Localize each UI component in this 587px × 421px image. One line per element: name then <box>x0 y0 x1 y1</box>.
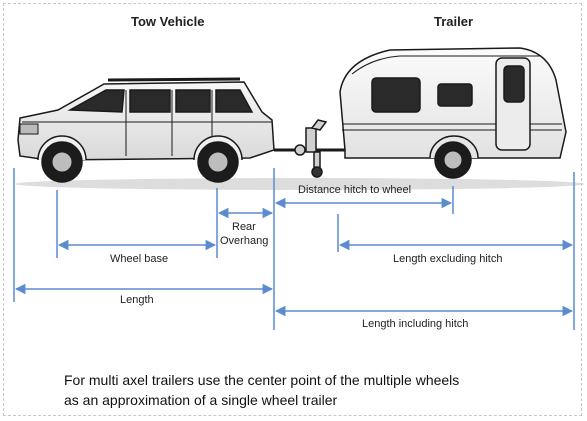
tow-vehicle-heading: Tow Vehicle <box>131 14 205 29</box>
label-wheel-base: Wheel base <box>110 253 169 265</box>
ground-shadow <box>15 178 585 190</box>
label-distance-hitch-to-wheel: Distance hitch to wheel <box>298 184 412 196</box>
note-line-1: For multi axel trailers use the center p… <box>64 372 460 388</box>
label-length: Length <box>120 294 154 306</box>
hitch-illustration <box>274 119 345 178</box>
label-length-excluding-hitch: Length excluding hitch <box>393 253 503 265</box>
tow-vehicle-illustration <box>17 77 275 183</box>
trailer-heading: Trailer <box>434 14 474 29</box>
note-line-2: as an approximation of a single wheel tr… <box>64 392 338 408</box>
dimension-lines <box>13 168 575 330</box>
label-length-including-hitch: Length including hitch <box>362 318 469 330</box>
label-rear-overhang-line1: Rear <box>232 221 256 233</box>
label-rear-overhang-line2: Overhang <box>220 235 269 247</box>
trailer-illustration <box>339 47 567 179</box>
